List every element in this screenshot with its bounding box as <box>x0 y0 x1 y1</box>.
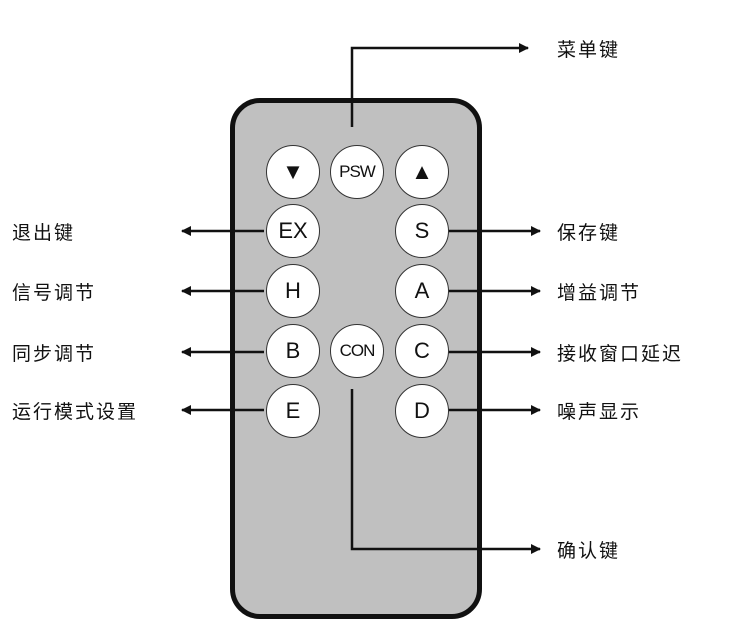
down-button[interactable]: ▼ <box>266 145 320 199</box>
up-button[interactable]: ▲ <box>395 145 449 199</box>
a-label: A <box>414 278 430 303</box>
annotation-a: 增益调节 <box>557 282 642 304</box>
annotation-s: 保存键 <box>557 222 621 244</box>
d-button[interactable]: D <box>395 384 449 438</box>
e-button[interactable]: E <box>266 384 320 438</box>
annotation-con: 确认键 <box>557 540 621 562</box>
annotation-b: 同步调节 <box>12 343 97 365</box>
triangle-up-icon: ▲ <box>411 159 433 184</box>
annotation-ex: 退出键 <box>12 222 76 244</box>
b-button[interactable]: B <box>266 324 320 378</box>
annotation-psw: 菜单键 <box>557 39 621 61</box>
s-button[interactable]: S <box>395 204 449 258</box>
h-label: H <box>285 278 301 303</box>
con-label: CON <box>339 341 376 360</box>
a-button[interactable]: A <box>395 264 449 318</box>
ex-button[interactable]: EX <box>266 204 320 258</box>
annotation-h: 信号调节 <box>12 282 97 304</box>
annotation-d: 噪声显示 <box>557 401 642 423</box>
c-label: C <box>414 338 430 363</box>
con-button[interactable]: CON <box>330 324 384 378</box>
triangle-down-icon: ▼ <box>282 159 304 184</box>
s-label: S <box>414 218 430 243</box>
psw-button[interactable]: PSW <box>330 145 384 199</box>
annotation-e: 运行模式设置 <box>12 401 139 423</box>
annotation-c: 接收窗口延迟 <box>557 343 684 365</box>
d-label: D <box>414 398 430 423</box>
c-button[interactable]: C <box>395 324 449 378</box>
e-label: E <box>285 398 301 423</box>
h-button[interactable]: H <box>266 264 320 318</box>
psw-label: PSW <box>339 162 376 181</box>
b-label: B <box>285 338 301 363</box>
ex-label: EX <box>278 218 308 243</box>
